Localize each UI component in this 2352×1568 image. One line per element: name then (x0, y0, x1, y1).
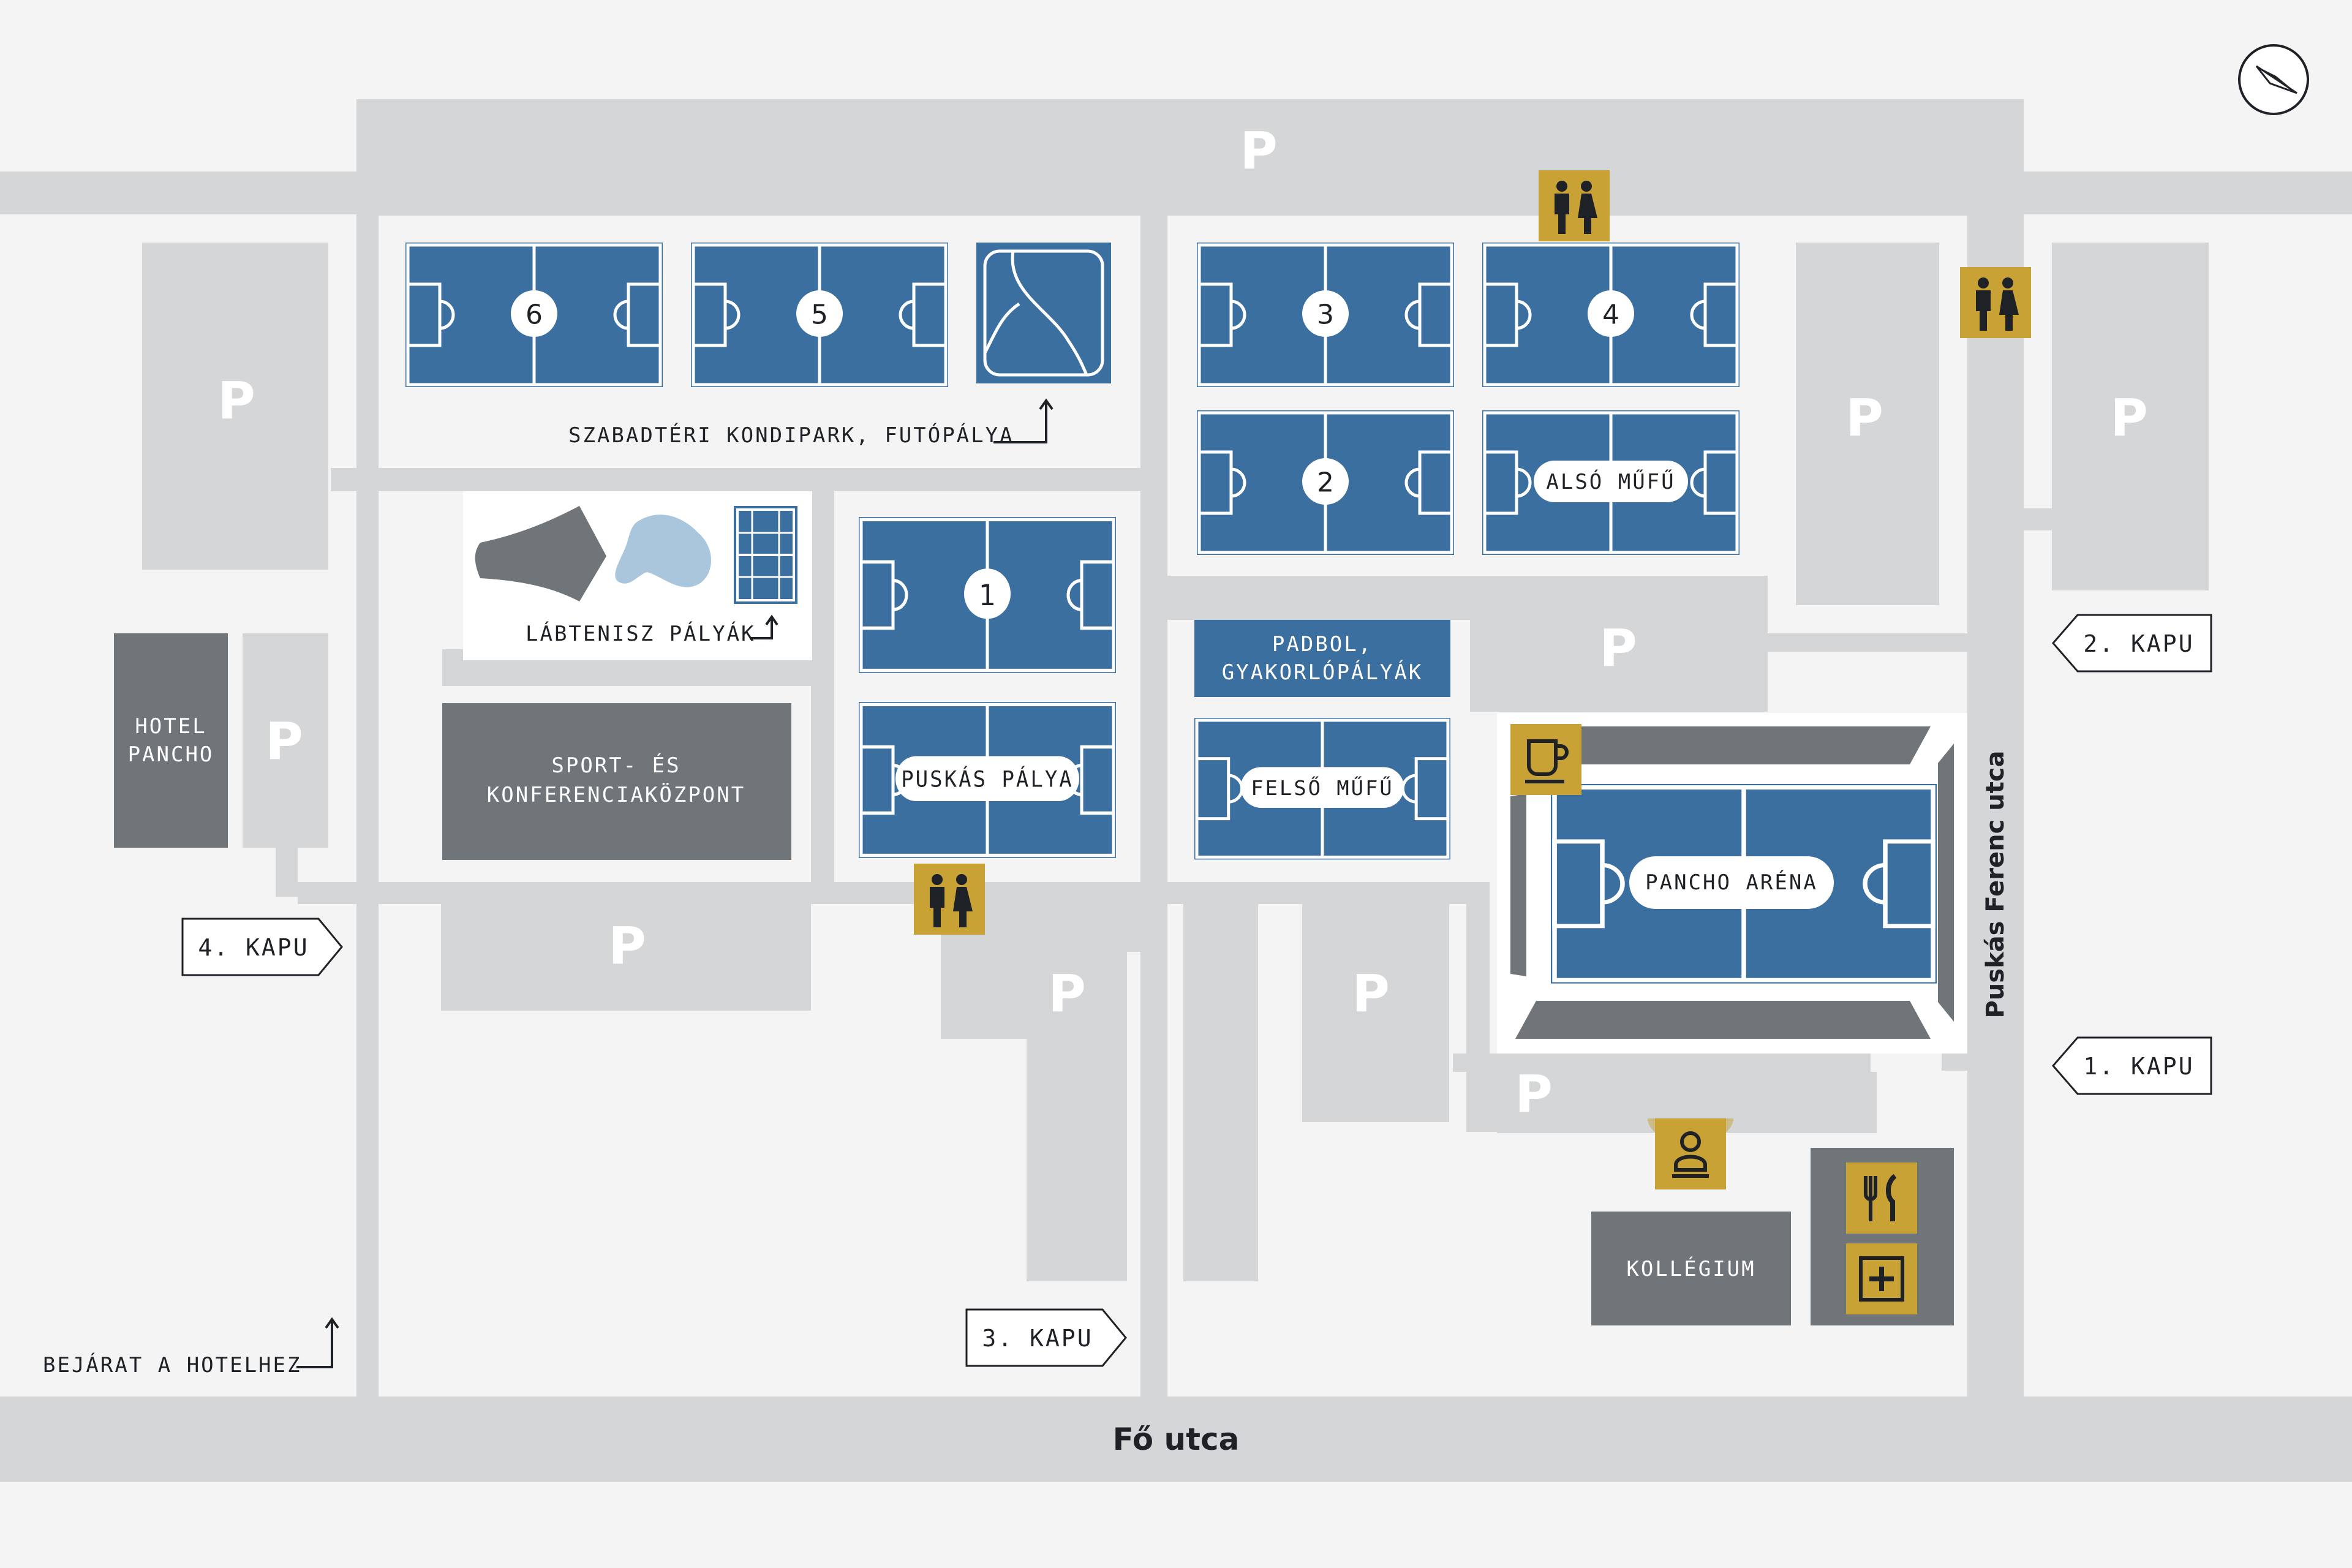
kollegium-building[interactable]: KOLLÉGIUM (1591, 1212, 1791, 1325)
cafe-icon[interactable] (1510, 724, 1581, 795)
pitch-label: FELSŐ MŰFŰ (1251, 775, 1393, 800)
sport-center-label-line1: SPORT- ÉS (551, 753, 680, 778)
pitch-number: 2 (1317, 467, 1334, 499)
pitch-number: 5 (811, 300, 828, 331)
road-network (0, 99, 2352, 1482)
pitch-1[interactable]: 1 (859, 517, 1116, 673)
padbol-label-line1: PADBOL, (1272, 632, 1373, 657)
pitch-also-mufu[interactable]: ALSÓ MŰFŰ (1482, 410, 1740, 555)
gate-label: 4. KAPU (198, 934, 309, 961)
gate-4[interactable]: 4. KAPU (181, 918, 343, 976)
gate-3[interactable]: 3. KAPU (965, 1308, 1127, 1367)
hotel-label-line1: HOTEL (135, 714, 206, 739)
pitch-number: 3 (1317, 300, 1334, 331)
first-aid-icon[interactable] (1846, 1243, 1917, 1314)
pitch-puskas[interactable]: PUSKÁS PÁLYA (859, 702, 1116, 858)
padbol-label-line2: GYAKORLÓPÁLYÁK (1222, 660, 1423, 685)
gate-2[interactable]: 2. KAPU (2052, 614, 2212, 673)
pitch-label: PUSKÁS PÁLYA (901, 766, 1074, 793)
parking-label: P (608, 916, 646, 976)
kondipark-label: SZABADTÉRI KONDIPARK, FUTÓPÁLYA (568, 423, 1014, 448)
street-label-side: Puskás Ferenc utca (1981, 750, 2010, 1018)
parking-label: P (2110, 388, 2148, 448)
pitch-6[interactable]: 6 (405, 243, 663, 387)
hotel-entrance-text: BEJÁRAT A HOTELHEZ (43, 1352, 301, 1378)
footvolley-area[interactable]: LÁBTENISZ PÁLYÁK (463, 491, 812, 660)
pancho-arena[interactable]: PANCHO ARÉNA (1497, 713, 1967, 1054)
parking-label: P (265, 711, 303, 771)
gate-1[interactable]: 1. KAPU (2052, 1036, 2212, 1095)
parking-label: P (1240, 121, 1278, 181)
fitness-park[interactable]: SZABADTÉRI KONDIPARK, FUTÓPÁLYA (568, 243, 1111, 448)
pitch-felso-mufu[interactable]: FELSŐ MŰFŰ (1194, 718, 1450, 859)
pitch-number: 4 (1602, 300, 1619, 331)
labtenisz-label: LÁBTENISZ PÁLYÁK (526, 621, 756, 646)
parking-label: P (1048, 963, 1086, 1023)
pitch-5[interactable]: 5 (691, 243, 948, 387)
hotel-label-line2: PANCHO (128, 742, 214, 767)
hotel-pancho-building[interactable]: HOTEL PANCHO (114, 633, 228, 848)
parking-label: P (1352, 963, 1390, 1023)
hotel-entrance-label: BEJÁRAT A HOTELHEZ (43, 1317, 339, 1378)
sport-center-label-line2: KONFERENCIAKÖZPONT (487, 782, 745, 807)
padbol-courts[interactable]: PADBOL, GYAKORLÓPÁLYÁK (1194, 620, 1450, 697)
restroom-icon[interactable] (1960, 267, 2031, 338)
gate-label: 1. KAPU (2083, 1053, 2194, 1080)
arrow-icon (750, 614, 778, 639)
pitch-4[interactable]: 4 (1482, 243, 1740, 387)
pitch-number: 1 (979, 578, 996, 612)
pitch-2[interactable]: 2 (1197, 410, 1454, 555)
arrow-icon (296, 1317, 339, 1368)
parking-labels: P P P P P P P P P P (217, 121, 2148, 1124)
parking-lots (142, 243, 2209, 1281)
parking-label: P (217, 371, 255, 431)
parking-label: P (1599, 618, 1637, 678)
arrow-icon (993, 398, 1054, 443)
arena-label: PANCHO ARÉNA (1645, 870, 1818, 895)
pitch-number: 6 (526, 300, 543, 331)
restroom-icon[interactable] (1539, 170, 1610, 241)
kollegium-label: KOLLÉGIUM (1626, 1256, 1755, 1281)
pitch-3[interactable]: 3 (1197, 243, 1454, 387)
parking-label: P (1515, 1064, 1553, 1124)
restaurant-icon[interactable] (1846, 1163, 1917, 1234)
compass-icon[interactable] (2238, 44, 2309, 115)
parking-label: P (1845, 388, 1883, 448)
gate-label: 2. KAPU (2083, 630, 2194, 657)
restroom-icon[interactable] (914, 864, 985, 935)
pitch-label: ALSÓ MŰFŰ (1546, 469, 1675, 494)
gate-label: 3. KAPU (982, 1325, 1093, 1352)
street-label-main: Fő utca (1113, 1422, 1240, 1457)
sport-center-building[interactable]: SPORT- ÉS KONFERENCIAKÖZPONT (442, 703, 791, 860)
statue-icon[interactable] (1648, 1118, 1733, 1189)
